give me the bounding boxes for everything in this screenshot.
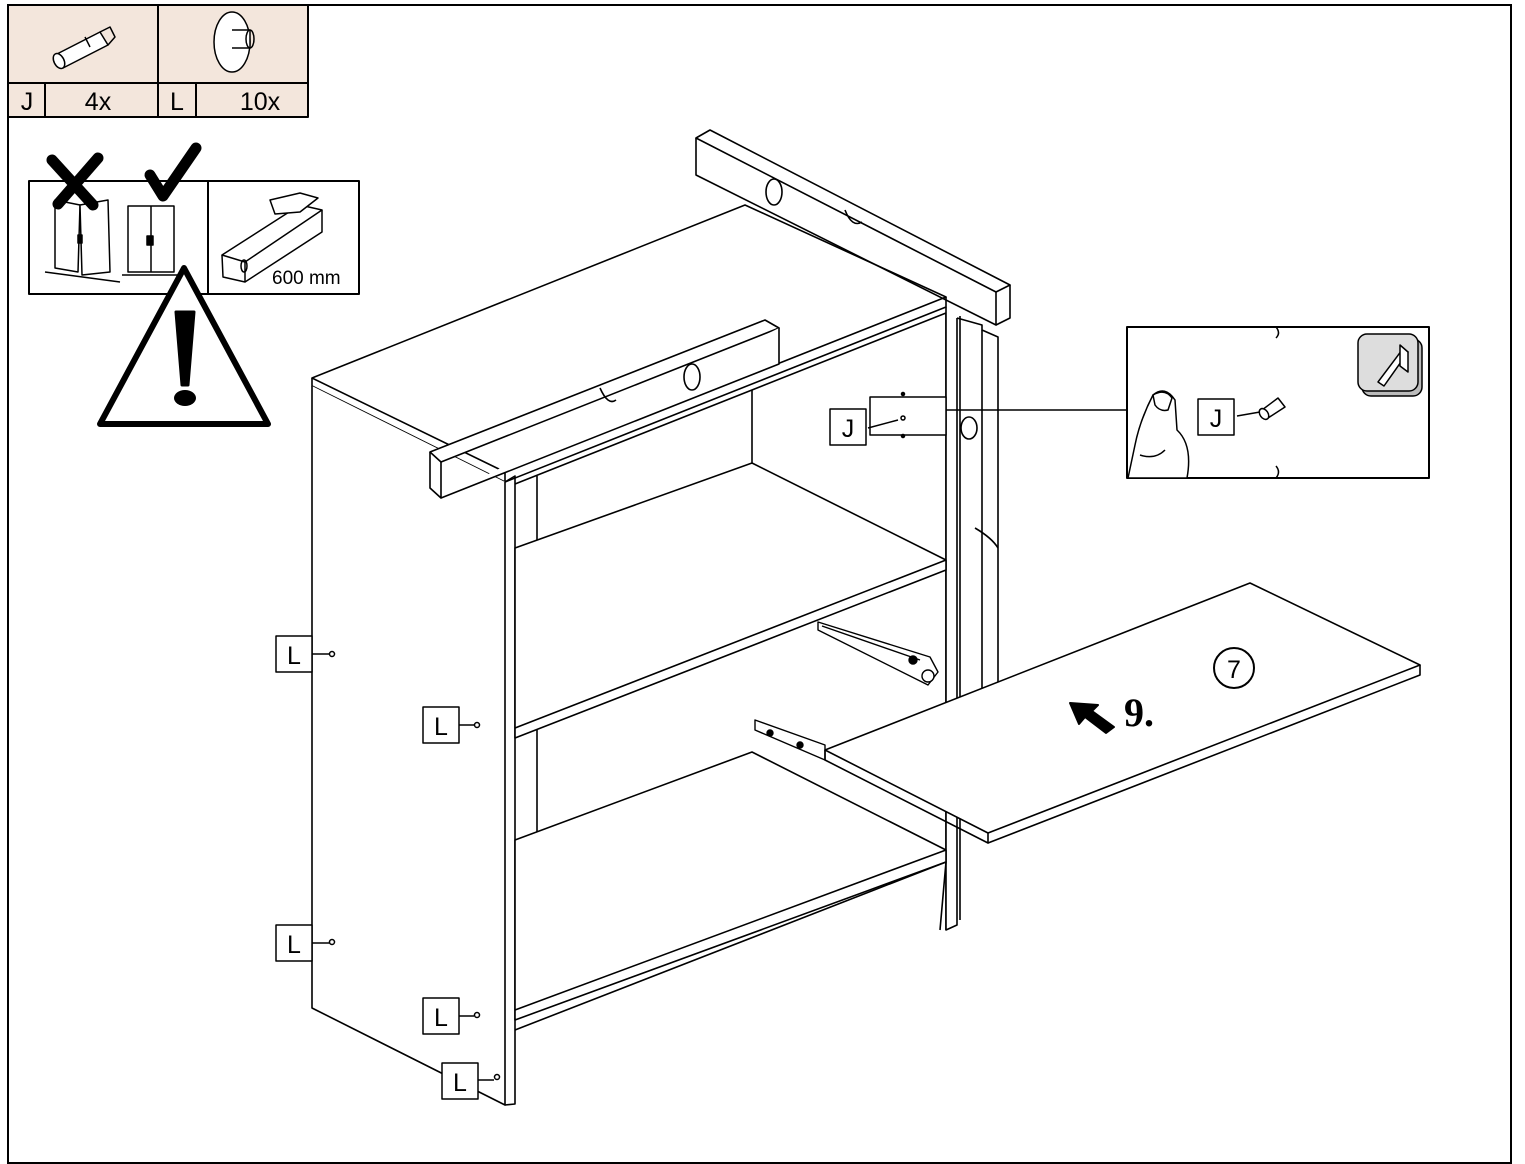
callout-l-4: L [434, 1004, 448, 1032]
tool-hint-icon [1357, 333, 1423, 397]
measurement-label: 600 mm [272, 268, 341, 289]
thumb-press-icon [1127, 390, 1190, 479]
drawer-runner-lower [754, 719, 826, 761]
cabinet-carcass [311, 204, 999, 1106]
insert-direction-arrow-icon [1069, 702, 1115, 734]
step-number: 9. [1124, 690, 1154, 735]
dowel-pin-icon [1236, 397, 1286, 421]
cam-bolt-cover-icon [213, 11, 255, 73]
callout-l-3: L [287, 931, 301, 959]
callout-l-2: L [434, 713, 448, 741]
cross-mark-icon [46, 152, 104, 211]
dowel-location-box [867, 391, 1127, 439]
dowel-pin-icon [52, 26, 116, 70]
parts-table: J 4x L 10x [7, 4, 309, 118]
callout-l-5: L [453, 1069, 467, 1097]
spirit-level-icon [221, 192, 323, 283]
callout-j-1: J [842, 415, 855, 443]
packaging-batten-back [695, 129, 1011, 326]
callout-j-2: J [1210, 405, 1223, 433]
part-quantity-l: 10x [240, 88, 281, 116]
packaging-batten-front [429, 319, 780, 499]
caution-panel: 600 mm [28, 142, 360, 427]
callouts [275, 398, 1235, 1100]
detail-inset [1126, 326, 1430, 479]
check-mark-icon [144, 142, 202, 202]
panel-number-circle [1213, 647, 1255, 689]
panel-7 [824, 582, 1421, 844]
drawer-runner-upper [817, 621, 939, 686]
part-letter-j: J [21, 88, 34, 116]
exclamation-triangle-icon [97, 265, 271, 427]
part-letter-l: L [170, 88, 184, 116]
panel-number: 7 [1227, 656, 1241, 684]
part-quantity-j: 4x [85, 88, 112, 116]
callout-l-1: L [287, 642, 301, 670]
